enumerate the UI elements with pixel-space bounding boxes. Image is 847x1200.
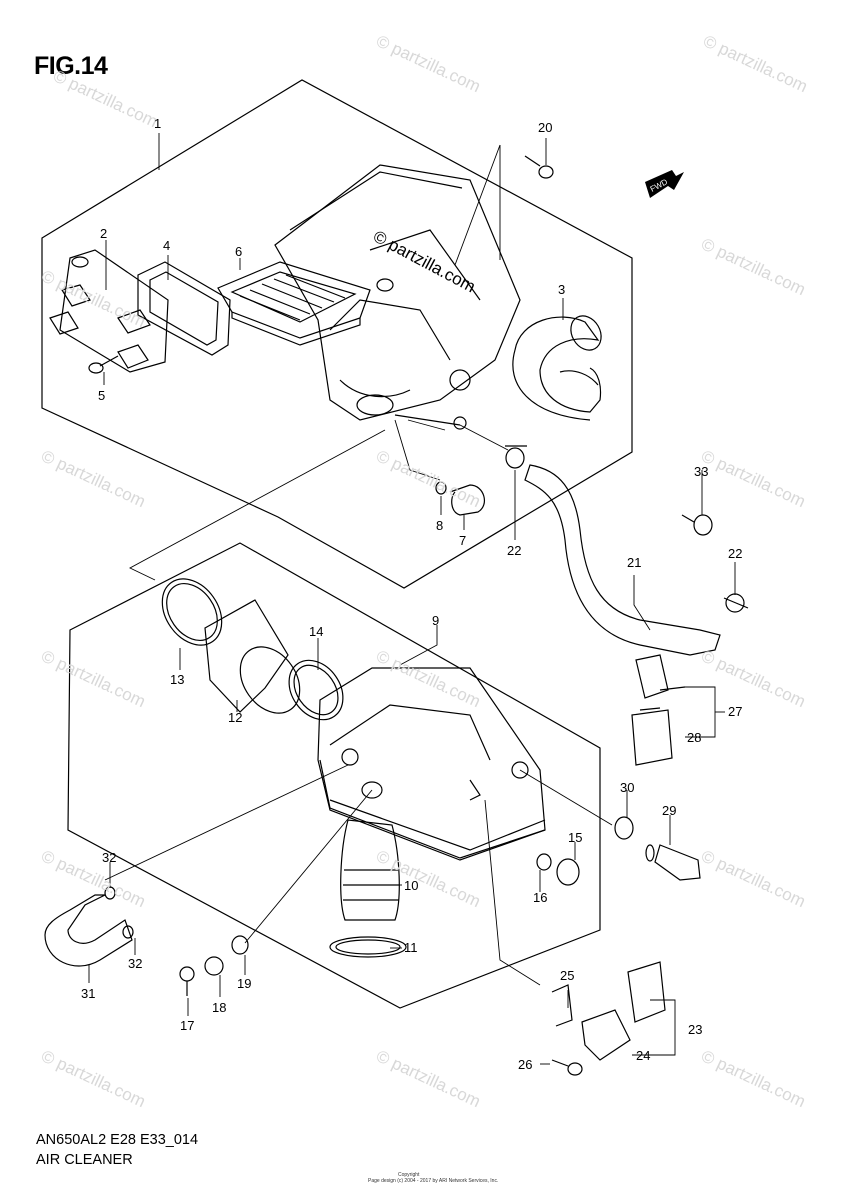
svg-text:© partzilla.com: © partzilla.com xyxy=(38,266,148,331)
callout-21: 21 xyxy=(627,555,641,570)
svg-text:© partzilla.com: © partzilla.com xyxy=(373,646,483,711)
svg-text:© partzilla.com: © partzilla.com xyxy=(38,1046,148,1111)
cover-plate-drawing xyxy=(49,249,169,373)
callout-19: 19 xyxy=(237,976,251,991)
plug-15-16-drawing xyxy=(536,853,580,886)
filter-element-drawing xyxy=(217,261,371,346)
lower-case-drawing xyxy=(317,667,546,861)
callout-20: 20 xyxy=(538,120,552,135)
callout-26: 26 xyxy=(518,1057,532,1072)
svg-text:© partzilla.com: © partzilla.com xyxy=(373,31,483,96)
callout-28: 28 xyxy=(687,730,701,745)
assembly-1-outline xyxy=(41,79,633,589)
assembly-9-outline xyxy=(67,542,601,1009)
callout-24: 24 xyxy=(636,1048,650,1063)
callout-16: 16 xyxy=(533,890,547,905)
bolt-33-drawing xyxy=(681,514,713,536)
svg-text:© partzilla.com: © partzilla.com xyxy=(38,646,148,711)
svg-text:© partzilla.com: © partzilla.com xyxy=(698,1046,808,1111)
callout-22-right: 22 xyxy=(728,546,742,561)
callout-5: 5 xyxy=(98,388,105,403)
fasteners-17-18-19-drawing xyxy=(179,935,249,996)
callout-numbers: 1 2 3 4 5 6 7 8 9 10 11 12 13 14 15 16 1… xyxy=(81,116,742,1072)
callout-7: 7 xyxy=(459,533,466,548)
diagram-name: AIR CLEANER xyxy=(36,1152,133,1168)
callout-10: 10 xyxy=(404,878,418,893)
copyright-heading: Copyright xyxy=(398,1172,420,1178)
svg-text:© partzilla.com: © partzilla.com xyxy=(38,846,148,911)
callout-30: 30 xyxy=(620,780,634,795)
svg-text:© partzilla.com: © partzilla.com xyxy=(373,446,483,511)
callout-31: 31 xyxy=(81,986,95,1001)
svg-text:© partzilla.com: © partzilla.com xyxy=(698,446,808,511)
clamp-22-right-drawing xyxy=(723,593,749,613)
svg-text:© partzilla.com: © partzilla.com xyxy=(698,846,808,911)
sensor-29-30-drawing xyxy=(614,816,701,881)
callout-1: 1 xyxy=(154,116,161,131)
clamp-22-upper-drawing xyxy=(505,445,527,469)
callout-3: 3 xyxy=(558,282,565,297)
hose-21-drawing xyxy=(524,464,721,656)
callout-13: 13 xyxy=(170,672,184,687)
fwd-arrow: FWD xyxy=(645,170,684,198)
callout-2: 2 xyxy=(100,226,107,241)
callout-23: 23 xyxy=(688,1022,702,1037)
watermarks: © partzilla.com © partzilla.com © partzi… xyxy=(38,31,810,1111)
callout-11: 11 xyxy=(404,940,418,955)
callout-9: 9 xyxy=(432,613,439,628)
callout-12: 12 xyxy=(228,710,242,725)
callout-32-upper: 32 xyxy=(102,850,116,865)
svg-text:© partzilla.com: © partzilla.com xyxy=(373,1046,483,1111)
drain-parts-upper xyxy=(435,481,486,516)
svg-text:© partzilla.com: © partzilla.com xyxy=(698,234,808,299)
callout-33: 33 xyxy=(694,464,708,479)
screw-5-drawing xyxy=(88,355,119,374)
svg-text:© partzilla.com: © partzilla.com xyxy=(700,31,810,96)
gasket-drawing xyxy=(137,261,231,356)
callout-29: 29 xyxy=(662,803,676,818)
sensor-27-28-drawing xyxy=(631,654,686,766)
callout-8: 8 xyxy=(436,518,443,533)
callout-32-lower: 32 xyxy=(128,956,142,971)
svg-text:© partzilla.com: © partzilla.com xyxy=(38,446,148,511)
callout-22-upper: 22 xyxy=(507,543,521,558)
center-watermark: © partzilla.com xyxy=(370,227,478,297)
copyright-text: Page design (c) 2004 - 2017 by ARI Netwo… xyxy=(368,1178,499,1184)
figure-title: FIG.14 xyxy=(34,52,108,80)
callout-15: 15 xyxy=(568,830,582,845)
callout-18: 18 xyxy=(212,1000,226,1015)
sensor-23-24-25-26-drawing xyxy=(551,961,666,1076)
callout-14: 14 xyxy=(309,624,323,639)
svg-text:© partzilla.com: © partzilla.com xyxy=(50,66,160,131)
callout-6: 6 xyxy=(235,244,242,259)
drain-tube-10-11-drawing xyxy=(329,819,407,958)
hose-3-drawing xyxy=(512,315,602,421)
intake-boot-drawing xyxy=(161,578,344,721)
diagram-code: AN650AL2 E28 E33_014 xyxy=(36,1132,199,1148)
callout-17: 17 xyxy=(180,1018,194,1033)
callout-27: 27 xyxy=(728,704,742,719)
upper-case-drawing xyxy=(274,164,521,430)
callout-25: 25 xyxy=(560,968,574,983)
bolt-20-drawing xyxy=(524,155,554,179)
callout-4: 4 xyxy=(163,238,170,253)
